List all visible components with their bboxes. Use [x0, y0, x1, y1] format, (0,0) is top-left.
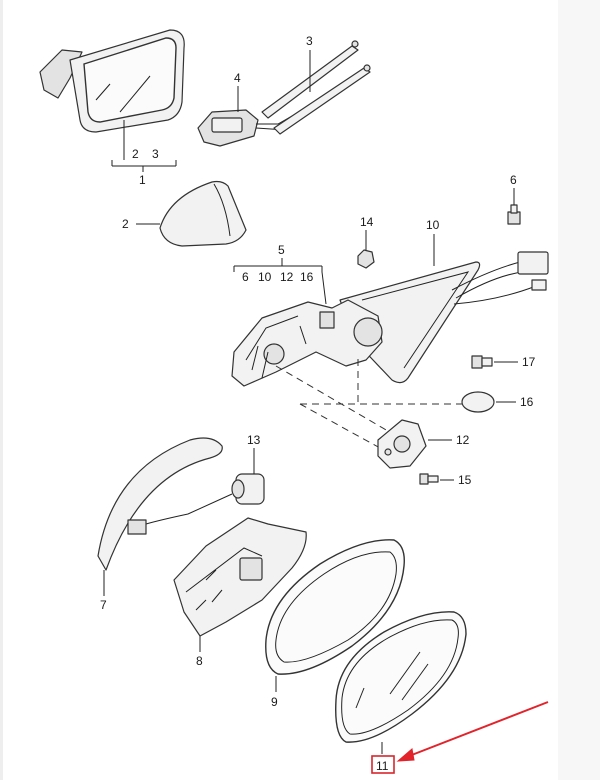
- callout-2-label: 2: [122, 217, 129, 231]
- cover-cap-part[interactable]: [159, 180, 247, 247]
- callout-17-label: 17: [522, 355, 536, 369]
- callout-13-label: 13: [247, 433, 261, 447]
- callout-4-label: 4: [234, 71, 241, 85]
- mounting-bracket-part[interactable]: [339, 251, 549, 384]
- callout-5-sub-a: 6: [242, 270, 249, 284]
- callout-11-label: 11: [376, 759, 389, 773]
- right-edge-shade: [558, 0, 600, 780]
- bolt-6-part[interactable]: [507, 204, 521, 225]
- callout-10-label: 10: [426, 218, 440, 232]
- callout-1-sub-b: 3: [152, 147, 159, 161]
- callout-1-sub-a: 2: [132, 147, 139, 161]
- callout-3-label: 3: [306, 34, 313, 48]
- callout-5-sub-b: 10: [258, 270, 272, 284]
- housing-shell-7-part[interactable]: [97, 437, 223, 571]
- mirror-assembly-part[interactable]: [39, 29, 185, 133]
- callout-6-label: 6: [510, 173, 517, 187]
- nut-14-part[interactable]: [357, 249, 375, 269]
- highlight-box: [371, 755, 395, 774]
- callout-15-label: 15: [458, 473, 472, 487]
- callout-5-label: 5: [278, 243, 285, 257]
- assembly-dashed-lines: [275, 358, 464, 449]
- cover-plug-16-part[interactable]: [461, 391, 495, 413]
- callout-14-label: 14: [360, 215, 374, 229]
- callout-7-label: 7: [100, 598, 107, 612]
- callout-9-label: 9: [271, 695, 278, 709]
- callout-5-sub-d: 16: [300, 270, 314, 284]
- mirror-glass-9-part[interactable]: [265, 539, 405, 675]
- callout-1-bracket: [111, 120, 177, 172]
- mirror-base-part[interactable]: [231, 299, 383, 387]
- screw-15-part[interactable]: [419, 473, 439, 485]
- screw-17-part[interactable]: [471, 355, 493, 369]
- left-edge-shade: [0, 0, 3, 780]
- callout-1-label: 1: [139, 173, 146, 187]
- mirror-glass-11-part[interactable]: [335, 611, 467, 743]
- adjuster-motor-part[interactable]: [197, 109, 293, 147]
- callout-12-label: 12: [456, 433, 470, 447]
- adjuster-plate-12-part[interactable]: [377, 419, 427, 469]
- callout-8-label: 8: [196, 654, 203, 668]
- callout-16-label: 16: [520, 395, 534, 409]
- highlight-arrow: [396, 701, 549, 762]
- cable-set-part[interactable]: [261, 40, 371, 135]
- callout-5-sub-c: 12: [280, 270, 294, 284]
- callout-5-bracket: [233, 258, 327, 305]
- carrier-8-part[interactable]: [173, 517, 307, 637]
- turn-signal-13-part[interactable]: [127, 473, 265, 535]
